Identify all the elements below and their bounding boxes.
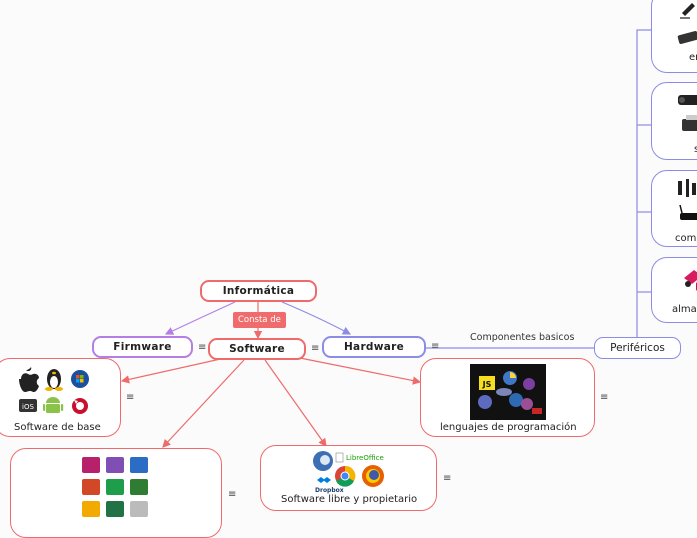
router-icon <box>680 213 697 220</box>
firmware-node[interactable]: Firmware <box>92 336 193 358</box>
software-node[interactable]: Software <box>208 338 306 360</box>
office-apps-menu-icon[interactable]: ≡ <box>228 489 237 500</box>
programming-languages-image: JS <box>470 364 546 420</box>
ios-badge-icon: iOS <box>19 399 37 412</box>
perifericos-label: Periféricos <box>610 342 665 354</box>
hardware-menu-icon[interactable]: ≡ <box>431 341 440 352</box>
apple-logo-icon <box>19 367 39 392</box>
debian-logo-icon <box>72 398 88 414</box>
usb-adapter-icon <box>678 181 682 195</box>
perifericos-entrada-node[interactable]: en <box>651 0 697 73</box>
android-logo-icon <box>43 397 64 413</box>
printer-icon <box>682 119 697 131</box>
c-logo-icon <box>478 395 492 409</box>
microphone-icon <box>682 3 695 16</box>
root-label: Informática <box>222 285 295 297</box>
chrome-logo-icon <box>335 465 356 487</box>
software-base-node[interactable]: iOS Software de base <box>0 358 121 437</box>
firmware-label: Firmware <box>113 341 172 353</box>
software-label: Software <box>229 343 285 355</box>
storage-devices-image <box>684 270 697 291</box>
libreoffice-logo-icon <box>335 452 344 463</box>
svg-text:LibreOffice: LibreOffice <box>346 454 384 462</box>
perifericos-salida-node[interactable]: s <box>651 82 697 160</box>
office-apps-image <box>82 457 148 517</box>
svg-text:JS: JS <box>482 380 492 389</box>
lenguajes-caption: lenguajes de programación <box>440 422 577 433</box>
svg-text:iOS: iOS <box>22 403 34 411</box>
perifericos-node[interactable]: Periféricos <box>594 337 681 359</box>
root-node-informatica[interactable]: Informática <box>200 280 317 302</box>
perifericos-comunicacion-node[interactable]: comu <box>651 170 697 247</box>
edge-label-componentes: Componentes basicos <box>470 332 575 343</box>
os-logos-image: iOS <box>19 367 89 414</box>
firefox-logo-icon <box>362 465 384 487</box>
software-menu-icon[interactable]: ≡ <box>311 343 320 354</box>
perifericos-entrada-caption: en <box>689 52 697 63</box>
lenguajes-menu-icon[interactable]: ≡ <box>600 392 609 403</box>
office-apps-node[interactable] <box>10 448 222 538</box>
windows-logo-icon <box>71 370 89 388</box>
scanner-icon <box>677 30 697 44</box>
edge-label-consta-de: Consta de <box>233 312 286 328</box>
dropbox-logo-icon: Dropbox <box>315 477 344 494</box>
libre-menu-icon[interactable]: ≡ <box>443 473 452 484</box>
software-base-caption: Software de base <box>14 422 101 433</box>
usb-drive-icon <box>684 270 697 284</box>
software-logos-image: LibreOffice Dropbox <box>313 451 384 494</box>
input-devices-image <box>677 3 697 44</box>
svg-text:Dropbox: Dropbox <box>315 487 344 494</box>
hardware-node[interactable]: Hardware <box>322 336 426 358</box>
communication-devices-image <box>678 179 697 220</box>
output-devices-image <box>678 95 697 131</box>
hardware-label: Hardware <box>343 341 405 353</box>
js-logo-icon <box>479 376 495 390</box>
connector-lines <box>120 29 652 448</box>
lenguajes-node[interactable]: JS lenguajes de programación <box>420 358 595 437</box>
firmware-menu-icon[interactable]: ≡ <box>198 342 207 353</box>
libre-caption: Software libre y propietario <box>281 494 418 505</box>
perifericos-almacenamiento-node[interactable]: almac <box>651 257 697 323</box>
linux-tux-icon <box>45 369 63 391</box>
perifericos-comunicacion-caption: comu <box>675 233 697 244</box>
libre-node[interactable]: LibreOffice Dropbox Software libre y pro… <box>260 445 437 511</box>
perifericos-salida-caption: s <box>694 144 697 155</box>
software-base-menu-icon[interactable]: ≡ <box>126 392 135 403</box>
perifericos-almacenamiento-caption: almac <box>672 304 697 315</box>
